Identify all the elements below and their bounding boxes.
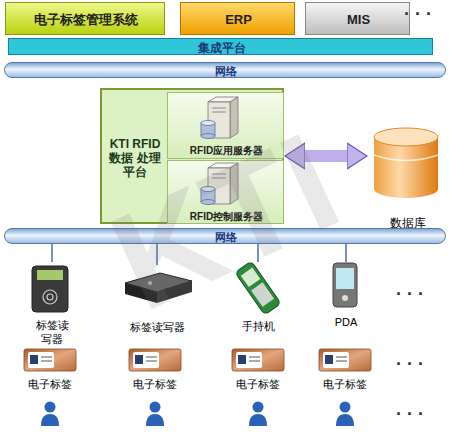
node-label: RFID应用服务器 <box>190 144 263 158</box>
node-label: 电子标签管理系统 <box>34 13 138 27</box>
tag-node: 电子标签 <box>20 346 80 392</box>
node-label: 电子标签 <box>323 377 367 391</box>
tag-icon <box>24 349 76 371</box>
data-exchange-arrow <box>304 150 348 162</box>
database-bottom <box>374 180 438 198</box>
device-node: 标签读 写器 <box>22 262 82 346</box>
device-node: 手持机 <box>226 262 290 334</box>
tag-icon <box>232 349 284 371</box>
database-node: 数据库 <box>368 122 448 230</box>
node-label: 电子标签 <box>236 377 280 391</box>
node-label: 网络 <box>215 230 237 244</box>
network-band: 网络 <box>4 62 446 78</box>
node-label: 标签读 写器 <box>32 318 72 346</box>
person-icon <box>249 402 267 427</box>
desk-reader-side <box>157 281 192 303</box>
node-label: 电子标签 <box>133 377 177 391</box>
database-stripe <box>374 155 438 161</box>
network-band: 网络 <box>4 228 446 244</box>
node-label: 电子标签 <box>28 377 72 391</box>
node-label: 集成平台 <box>198 41 246 55</box>
tag-node: 电子标签 <box>228 346 288 392</box>
node-label: PDA <box>335 315 358 329</box>
reader-rf-mark <box>43 290 57 304</box>
ellipsis-mark: · · · <box>396 284 424 305</box>
tag-icon <box>319 349 371 371</box>
card-reader <box>32 266 68 312</box>
tag-icon <box>129 349 181 371</box>
tag-node: 电子标签 <box>125 346 185 392</box>
pda-button <box>342 295 348 301</box>
platform-band: 集成平台 <box>8 38 433 55</box>
network-link <box>51 244 53 262</box>
network-link <box>257 244 259 262</box>
database-top <box>374 128 438 146</box>
person-icon <box>336 402 354 427</box>
person-icon <box>41 402 59 427</box>
desk-reader-top <box>125 273 192 292</box>
node-label: 手持机 <box>242 319 275 333</box>
platform-box: KTI RFID 数据 处理平台 RFID应用服务器 RFID控制服务器 <box>100 88 284 224</box>
tag-node: 电子标签 <box>315 346 375 392</box>
desk-reader-front <box>125 283 157 303</box>
system-box: MIS <box>305 2 410 35</box>
person-icon <box>146 402 164 427</box>
device-node: 标签读写器 <box>118 265 196 335</box>
node-label: RFID控制服务器 <box>190 210 263 224</box>
reader-screen <box>37 270 63 280</box>
node-label: 网络 <box>215 64 237 78</box>
ellipsis-mark: · · · <box>396 404 424 425</box>
reader-rf-mark <box>47 294 53 300</box>
handheld-keys <box>251 282 274 306</box>
ellipsis-mark: · · · <box>396 354 424 375</box>
node-label: MIS <box>347 13 370 27</box>
server-box: RFID应用服务器 <box>167 92 284 159</box>
node-label: 标签读写器 <box>130 320 185 334</box>
handheld-body <box>235 261 281 315</box>
system-box: ERP <box>180 2 295 35</box>
database-body <box>374 137 438 189</box>
pda-screen <box>336 268 354 289</box>
device-node: PDA <box>322 262 370 332</box>
desk-reader-led <box>148 281 152 285</box>
pda-body <box>333 263 357 307</box>
network-link <box>156 244 158 265</box>
network-link <box>345 244 347 262</box>
handheld-screen <box>241 268 260 287</box>
node-label: KTI RFID 数据 处理平台 <box>104 137 166 179</box>
server-box: RFID控制服务器 <box>167 160 284 224</box>
node-label: ERP <box>225 13 252 27</box>
system-box: 电子标签管理系统 <box>5 2 165 35</box>
